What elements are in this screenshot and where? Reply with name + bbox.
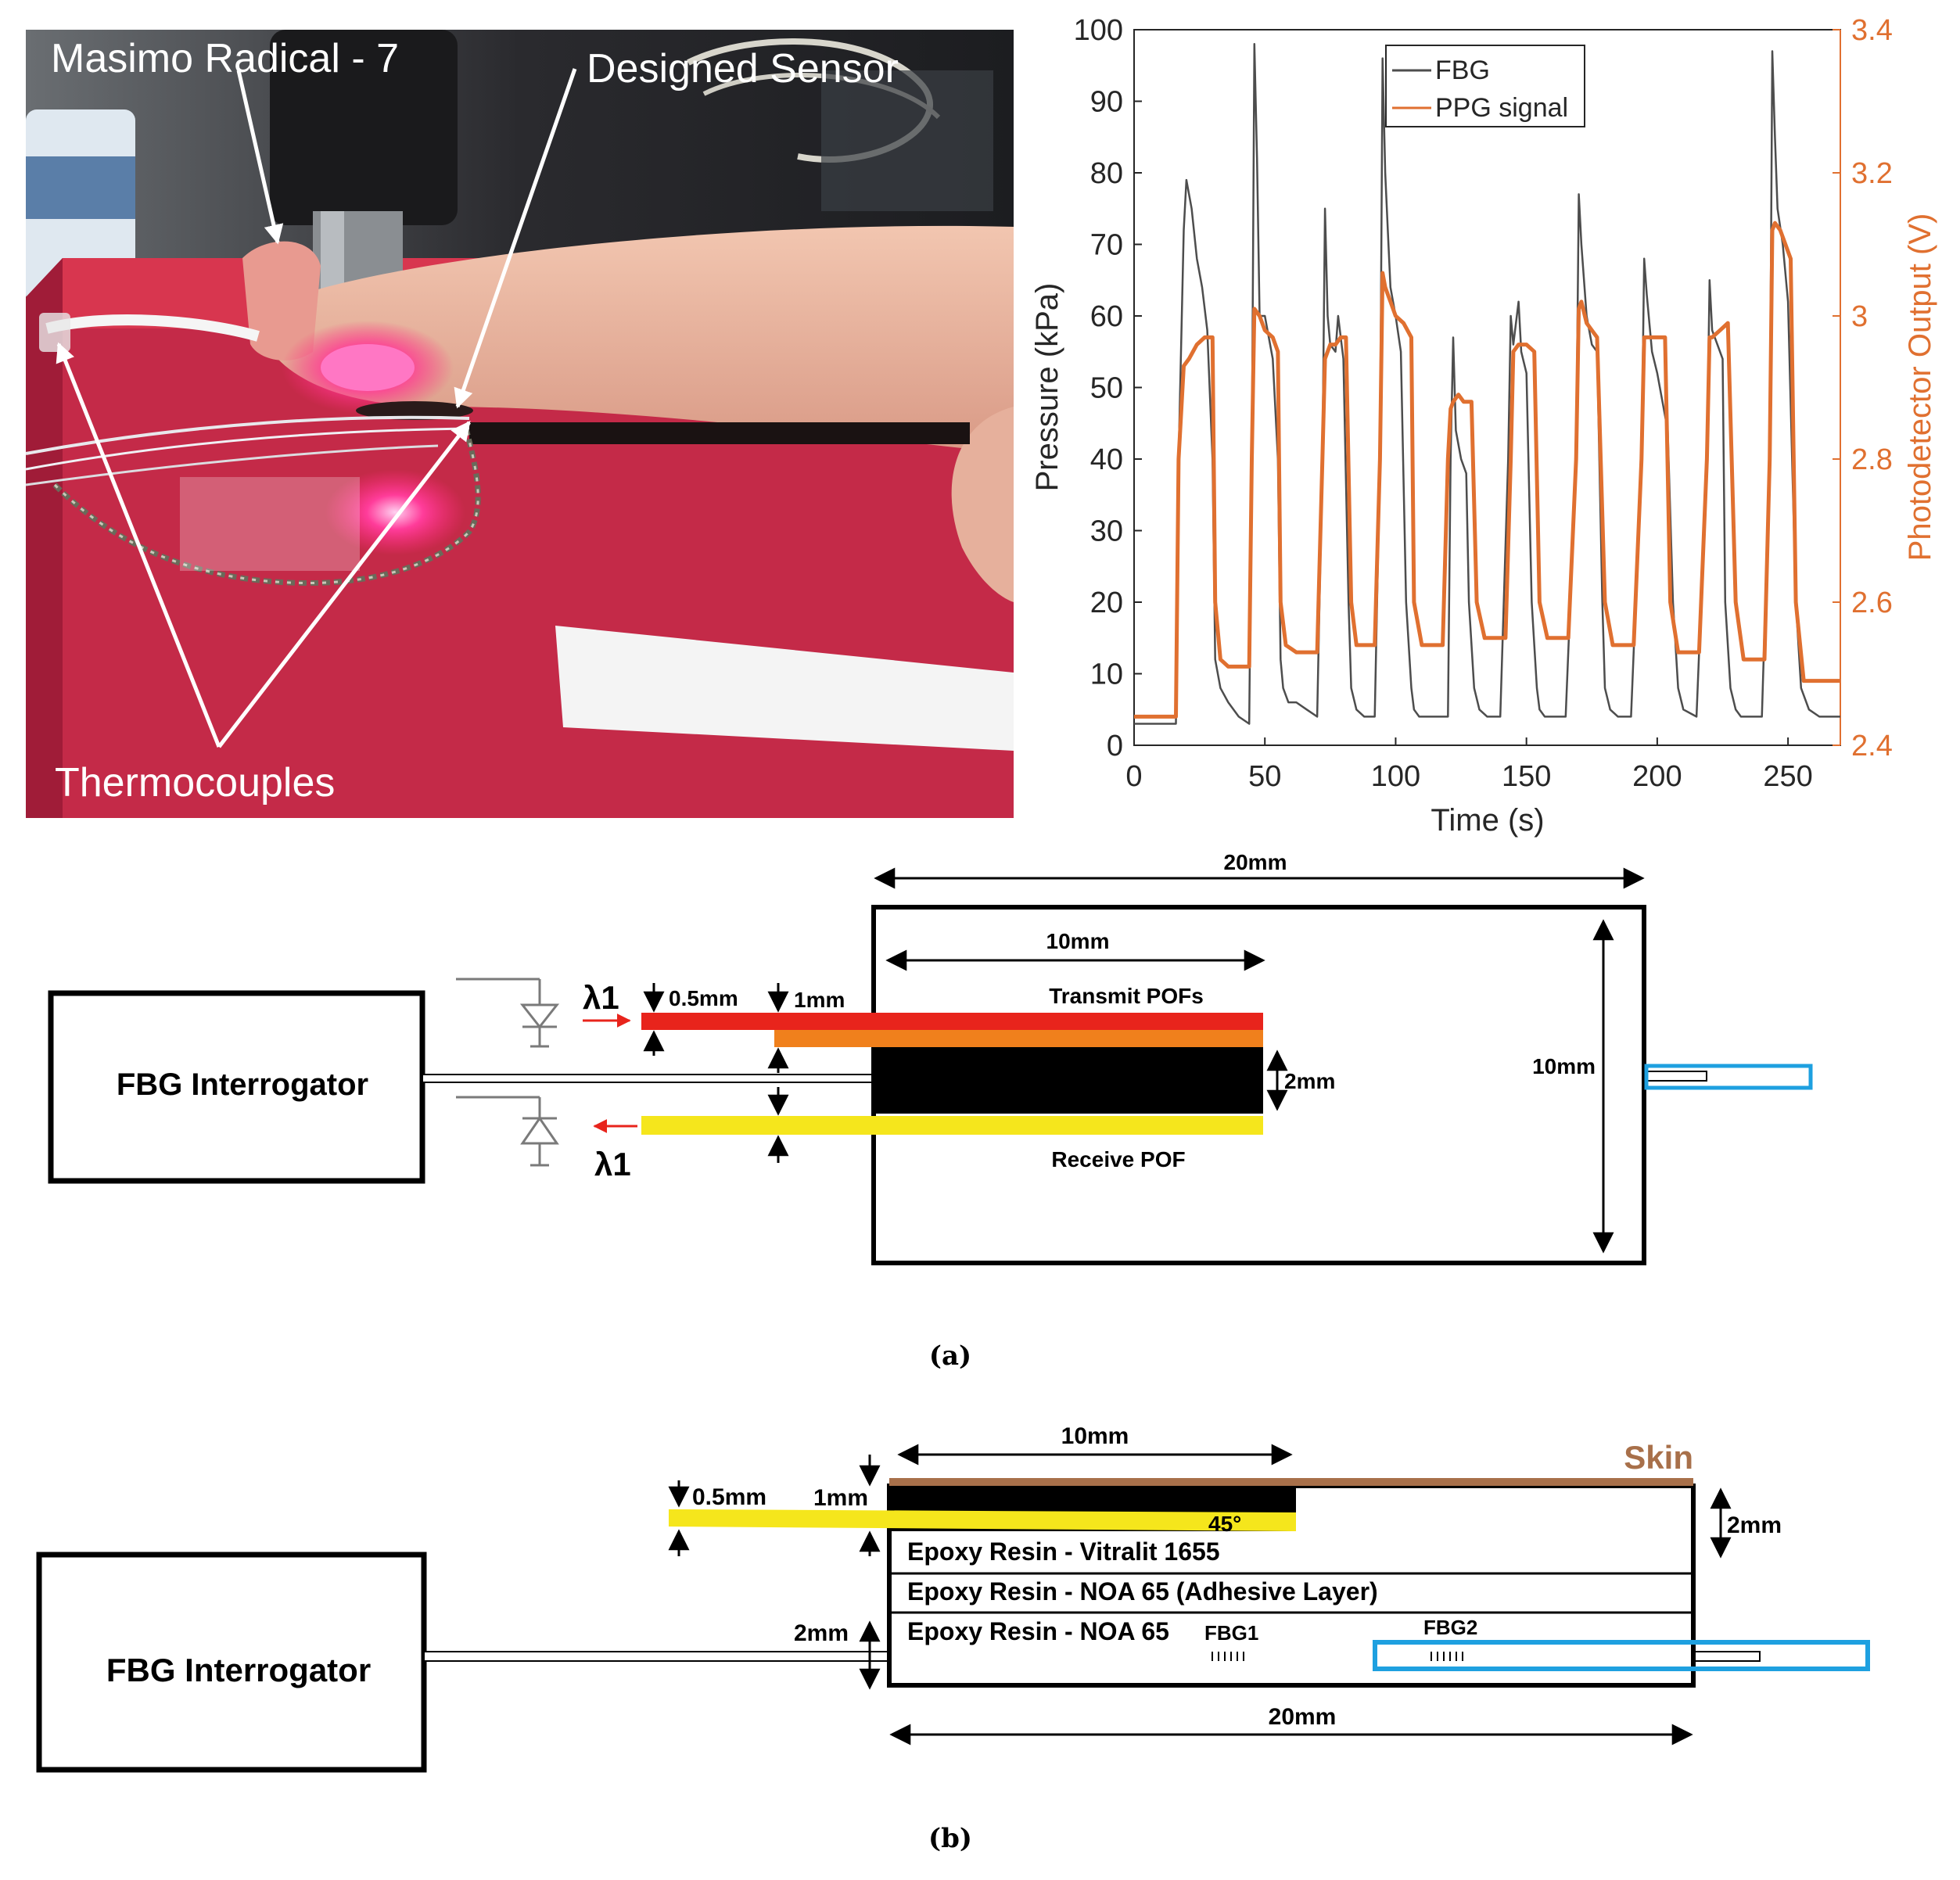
x-tick-label: 50 <box>1248 760 1281 793</box>
interrogator-label-a: FBG Interrogator <box>117 1067 368 1102</box>
sensor-core-a <box>872 1047 1263 1114</box>
dim-05mm-a: 0.5mm <box>669 986 738 1010</box>
y-tick-label: 80 <box>1090 157 1123 190</box>
dim-10mm-a: 10mm <box>1046 929 1110 953</box>
x-tick-label: 200 <box>1632 760 1682 793</box>
fbg-sensor-b <box>1373 1640 1870 1671</box>
caption-a: (a) <box>929 1340 971 1372</box>
y-tick-label: 60 <box>1090 300 1123 333</box>
y-tick-label: 40 <box>1090 443 1123 476</box>
probe-housing <box>270 30 458 225</box>
y2-tick-label: 2.4 <box>1851 730 1893 762</box>
skin-layer <box>889 1478 1693 1486</box>
angle-label: 45° <box>1208 1512 1241 1536</box>
dim-2mm-a: 2mm <box>1284 1069 1335 1093</box>
y-tick-label: 10 <box>1090 658 1123 691</box>
dim-10mm-vertical-a: 10mm <box>1532 1054 1596 1078</box>
fbg1-grating <box>1212 1652 1244 1661</box>
skin-label: Skin <box>1624 1439 1693 1476</box>
chart-panel: 0 50 100 150 200 250 0 10 20 30 40 50 60 70 80 90 100 2.4… <box>1030 14 1937 838</box>
x-tick-label: 100 <box>1371 760 1420 793</box>
photodiode-top <box>456 978 560 1048</box>
y-axis-label: Pressure (kPa) <box>1030 283 1064 492</box>
y2-tick-label: 3.2 <box>1851 157 1893 190</box>
y-tick-label: 100 <box>1074 14 1123 47</box>
fbg1-label: FBG1 <box>1204 1621 1258 1645</box>
photodiode-bottom <box>456 1096 559 1167</box>
chart-lines <box>1134 43 1840 725</box>
paper-label <box>555 626 1014 751</box>
y2-tick-label: 2.8 <box>1851 443 1893 476</box>
masimo-label: Masimo Radical - 7 <box>51 36 399 81</box>
y2-axis-label: Photodetector Output (V) <box>1903 213 1937 561</box>
foam-clip <box>242 241 321 361</box>
legend-fbg-label: FBG <box>1435 56 1490 85</box>
receive-label: Receive POF <box>1051 1147 1185 1171</box>
photo-panel: Masimo Radical - 7 Designed Sensor Therm… <box>25 30 1014 818</box>
transmit-pof-2 <box>774 1030 1263 1047</box>
x-tick-label: 250 <box>1763 760 1812 793</box>
y2-tick-label: 3 <box>1851 300 1868 333</box>
y2-tick-label: 2.6 <box>1851 587 1893 619</box>
fbg2-label: FBG2 <box>1423 1616 1477 1639</box>
y-tick-label: 20 <box>1090 587 1123 619</box>
ppg-series-line <box>1134 221 1840 719</box>
y-tick-label: 30 <box>1090 515 1123 548</box>
dim-1mm-a: 1mm <box>794 988 845 1012</box>
finger <box>258 225 1014 454</box>
interrogator-label-b: FBG Interrogator <box>106 1652 371 1688</box>
thermocouples-label: Thermocouples <box>55 760 335 805</box>
transmit-label: Transmit POFs <box>1049 984 1204 1008</box>
x-axis-label: Time (s) <box>1431 803 1544 838</box>
layer-noa65-adhesive: Epoxy Resin - NOA 65 (Adhesive Layer) <box>907 1577 1378 1606</box>
interrogator-box-a <box>48 990 425 1184</box>
y2-tick-label: 3.4 <box>1851 14 1893 47</box>
layer-vitralit: Epoxy Resin - Vitralit 1655 <box>907 1537 1220 1566</box>
diagram-b: FBG Interrogator Skin 45° 10mm 0.5mm 1mm… <box>36 1423 1870 1854</box>
fbg2-grating <box>1431 1652 1463 1661</box>
designed-sensor-label: Designed Sensor <box>587 46 899 91</box>
y-tick-label: 50 <box>1090 372 1123 405</box>
dim-20mm-b: 20mm <box>1269 1704 1337 1730</box>
y-tick-label: 70 <box>1090 229 1123 262</box>
dim-1mm-b: 1mm <box>813 1485 868 1511</box>
diagram-a: FBG Interrogator 20mm 10mm 10mm Transmit… <box>48 850 1813 1372</box>
dim-2mm-left-b: 2mm <box>794 1620 849 1646</box>
lambda-bottom: λ1 <box>594 1146 631 1182</box>
dim-2mm-right-b: 2mm <box>1727 1512 1782 1538</box>
lambda-top: λ1 <box>583 979 619 1016</box>
dim-05mm-b: 0.5mm <box>692 1484 766 1510</box>
interrogator-box-b <box>36 1552 427 1773</box>
dim-20mm-a: 20mm <box>1224 850 1287 874</box>
dim-10mm-b: 10mm <box>1061 1423 1129 1449</box>
legend-ppg-label: PPG signal <box>1435 93 1568 123</box>
legend: FBG PPG signal <box>1385 45 1585 127</box>
x-tick-label: 0 <box>1125 760 1142 793</box>
chart-ticks: 0 50 100 150 200 250 0 10 20 30 40 50 60 70 80 90 100 2.4… <box>1074 14 1893 793</box>
y-tick-label: 90 <box>1090 86 1123 119</box>
fbg-series-line <box>1134 43 1840 725</box>
fbg-sensor-a <box>1644 1064 1813 1090</box>
caption-b: (b) <box>928 1823 972 1854</box>
receive-fiber-b <box>669 1509 1296 1531</box>
y-tick-label: 0 <box>1107 730 1123 762</box>
receive-pof <box>641 1116 1263 1135</box>
layer-noa65: Epoxy Resin - NOA 65 <box>907 1617 1169 1645</box>
x-tick-label: 150 <box>1502 760 1551 793</box>
transmit-pof-1 <box>641 1013 1263 1030</box>
